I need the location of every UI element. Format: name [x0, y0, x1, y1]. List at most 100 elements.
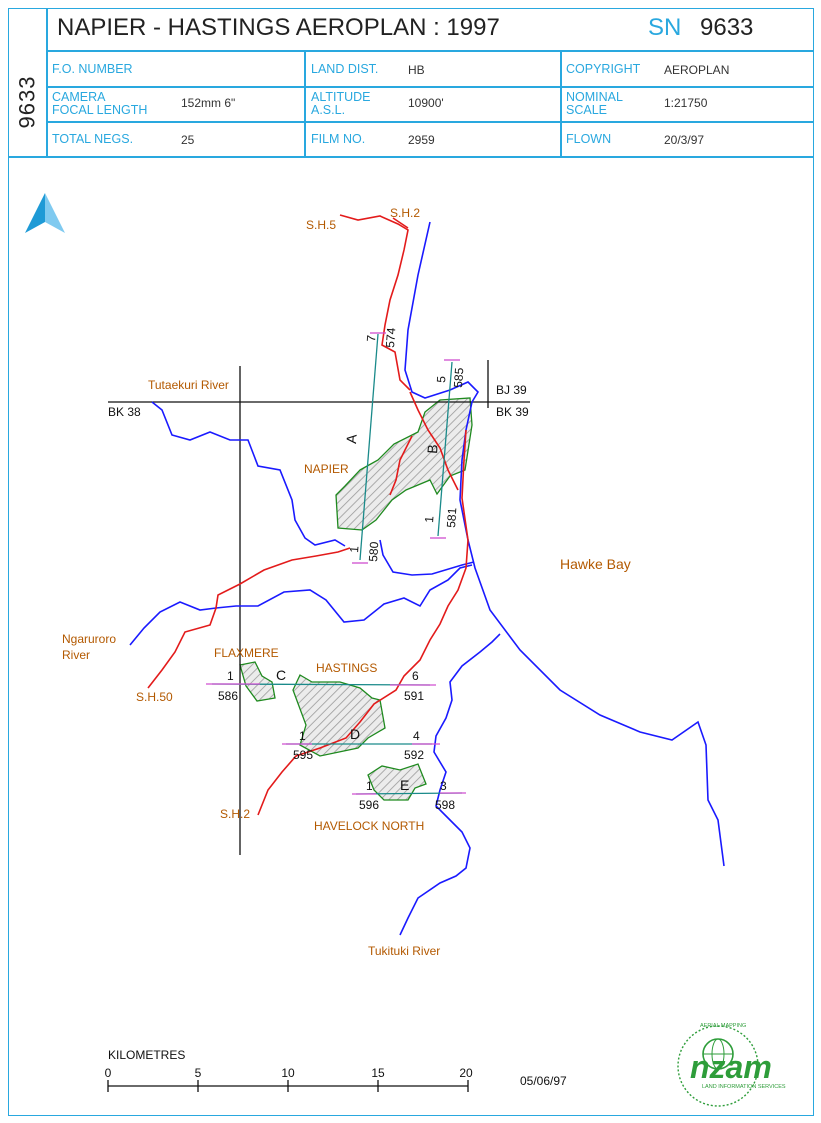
- map-sheet-frame: [8, 8, 814, 1116]
- label-flaxmere: FLAXMERE: [214, 646, 279, 660]
- scale-bar-title: KILOMETRES: [108, 1048, 185, 1062]
- logo-wordmark: nzam: [690, 1049, 772, 1085]
- run-d-end-index: 4: [413, 729, 420, 743]
- flown-value: 20/3/97: [664, 133, 705, 147]
- state-highway-50: [147, 547, 351, 689]
- run-b-end-index: 5: [434, 375, 448, 383]
- nominal-scale-label-line2: SCALE: [566, 103, 607, 117]
- sn-label: SN: [648, 14, 682, 41]
- run-e-end-index: 3: [440, 779, 447, 793]
- state-highway-2-north: [392, 217, 409, 229]
- altitude-label-line2: A.S.L.: [311, 103, 346, 117]
- run-b-start-neg: 581: [444, 507, 459, 528]
- label-bk38: BK 38: [108, 405, 141, 419]
- page-title: NAPIER - HASTINGS AEROPLAN : 1997: [57, 14, 500, 41]
- rivers: [129, 221, 725, 936]
- nominal-scale-label-line1: NOMINAL: [566, 90, 623, 104]
- flown-label: FLOWN: [566, 132, 612, 146]
- run-b-start-index: 1: [422, 515, 436, 523]
- scale-tick-15: 15: [371, 1066, 385, 1080]
- north-arrow-icon: [25, 193, 65, 233]
- coastline: [404, 221, 725, 867]
- header-bottom-divider: [8, 156, 814, 158]
- label-tukituki-river: Tukituki River: [368, 944, 440, 958]
- label-hastings: HASTINGS: [316, 661, 377, 675]
- label-ngaruroro-line1: Ngaruroro: [62, 632, 116, 646]
- state-highway-5: [339, 214, 411, 391]
- run-a-end-index: 7: [364, 334, 378, 342]
- run-c-end-neg: 591: [404, 689, 424, 703]
- info-row-divider-2: [46, 121, 814, 123]
- map-date: 05/06/97: [520, 1074, 567, 1088]
- scale-tick-0: 0: [105, 1066, 112, 1080]
- run-c-end-index: 6: [412, 669, 419, 683]
- run-e-letter: E: [400, 777, 409, 793]
- run-d-letter: D: [350, 726, 360, 742]
- scale-tick-5: 5: [195, 1066, 202, 1080]
- header-left-divider: [46, 8, 48, 156]
- river-outlet-south: [379, 539, 475, 576]
- info-row-divider-1: [46, 86, 814, 88]
- label-sh50: S.H.50: [136, 690, 173, 704]
- altitude-label-line1: ALTITUDE: [311, 90, 371, 104]
- camera-label-line2: FOCAL LENGTH: [52, 103, 148, 117]
- run-a-letter: A: [343, 433, 360, 444]
- info-col-divider-1: [304, 50, 306, 156]
- run-a-end-neg: 574: [383, 327, 398, 348]
- scale-tick-20: 20: [459, 1066, 473, 1080]
- run-d-start-neg: 595: [293, 748, 313, 762]
- napier-road: [409, 391, 459, 491]
- info-col-divider-2: [560, 50, 562, 156]
- ngaruroro-river: [129, 564, 473, 646]
- run-e-end-neg: 598: [435, 798, 455, 812]
- label-sh5: S.H.5: [306, 218, 336, 232]
- grid-lines: [108, 360, 530, 855]
- land-dist-value: HB: [408, 63, 425, 77]
- flight-lines: [206, 332, 466, 795]
- flight-line-b: [437, 361, 453, 537]
- nzam-logo: nzam LAND INFORMATION SERVICES AERIAL MA…: [677, 1023, 786, 1107]
- camera-label-line1: CAMERA: [52, 90, 106, 104]
- state-highway-2-south-coast: [257, 429, 469, 816]
- urban-area-flaxmere: [239, 661, 276, 702]
- focal-length-value: 152mm 6": [181, 96, 236, 110]
- run-b-end-neg: 585: [451, 367, 466, 388]
- land-dist-label: LAND DIST.: [311, 62, 379, 76]
- label-sh2-north: S.H.2: [390, 206, 420, 220]
- fo-number-label: F.O. NUMBER: [52, 62, 133, 76]
- logo-subtitle: LAND INFORMATION SERVICES: [702, 1084, 786, 1090]
- urban-areas: [239, 397, 473, 801]
- label-napier: NAPIER: [304, 462, 349, 476]
- label-havelock-north: HAVELOCK NORTH: [314, 819, 424, 833]
- label-bk39: BK 39: [496, 405, 529, 419]
- altitude-value: 10900': [408, 96, 444, 110]
- north-label: N: [42, 232, 49, 242]
- film-no-label: FILM NO.: [311, 132, 366, 146]
- tukituki-river: [399, 633, 501, 936]
- film-no-value: 2959: [408, 133, 435, 147]
- run-d-end-neg: 592: [404, 748, 424, 762]
- road-napier-b: [389, 435, 413, 496]
- run-a-start-neg: 580: [366, 541, 381, 562]
- label-bj39: BJ 39: [496, 383, 527, 397]
- label-tutaekuri-river: Tutaekuri River: [148, 378, 229, 392]
- tutaekuri-river: [151, 401, 346, 547]
- run-b-letter: B: [424, 444, 441, 454]
- flight-line-a: [359, 333, 379, 561]
- copyright-value: AEROPLAN: [664, 63, 730, 77]
- label-hawke-bay: Hawke Bay: [560, 556, 631, 572]
- run-e-start-index: 1: [366, 779, 373, 793]
- copyright-label: COPYRIGHT: [566, 62, 641, 76]
- run-a-start-index: 1: [347, 545, 361, 553]
- roads: [147, 214, 469, 816]
- sn-value: 9633: [700, 14, 754, 41]
- label-sh2-south: S.H.2: [220, 807, 250, 821]
- run-e-start-neg: 596: [359, 798, 379, 812]
- scale-bar: [107, 1080, 469, 1092]
- urban-area-napier: [335, 397, 473, 531]
- run-c-letter: C: [276, 667, 286, 683]
- label-ngaruroro-line2: River: [62, 648, 90, 662]
- run-d-start-index: 1: [299, 729, 306, 743]
- logo-ring-text: AERIAL MAPPING: [700, 1023, 746, 1029]
